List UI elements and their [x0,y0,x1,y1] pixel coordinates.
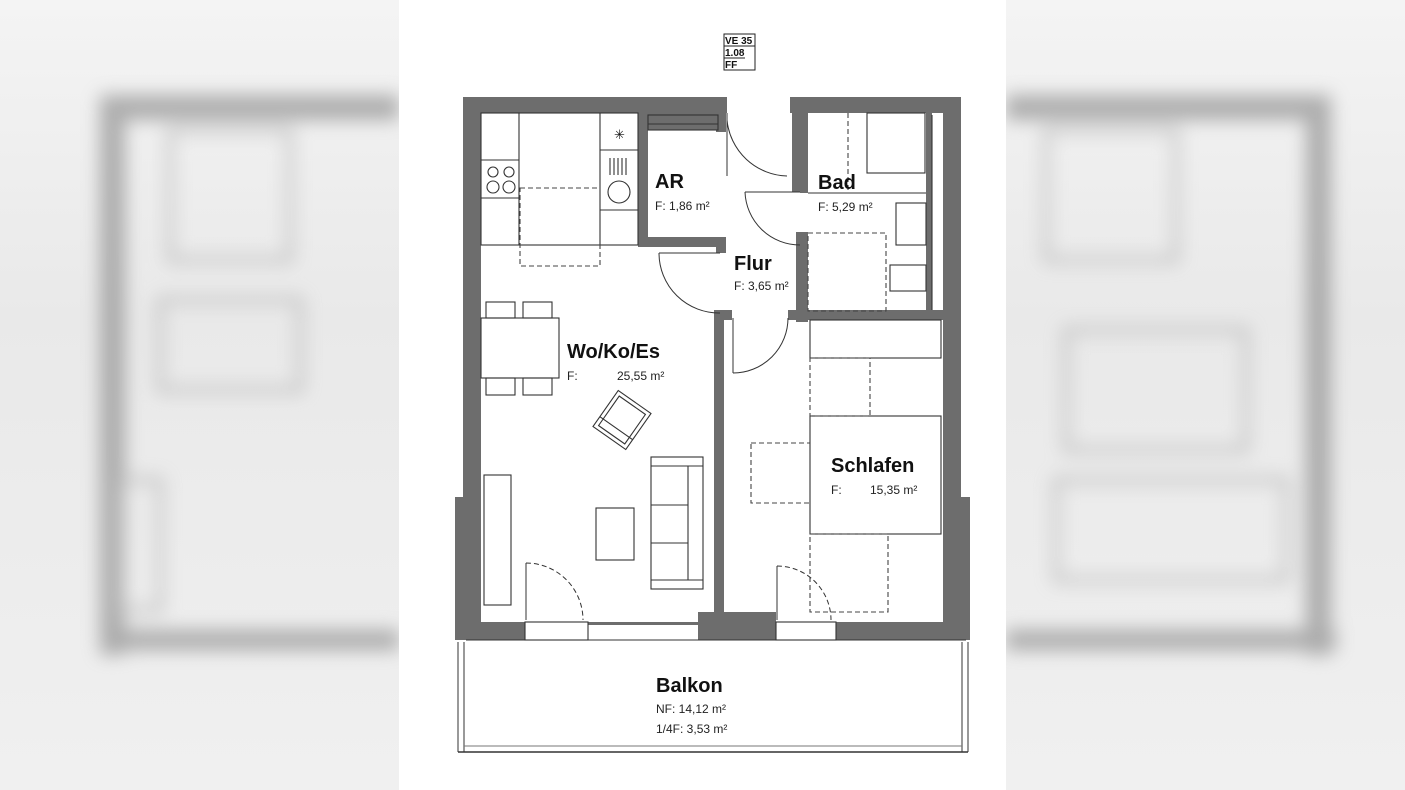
balcony [457,642,969,753]
coffee-table [595,507,635,561]
floor-plan: VE 35 1.08 FF [455,33,970,753]
inner-lines [466,114,966,641]
unit-tag-line1: VE 35 [725,36,753,47]
bedroom-furniture [750,319,942,613]
room-name-balkon: Balkon [656,675,723,697]
kitchen-counter: ✳ [480,112,639,267]
room-area-wohnen: 25,55 m² [617,369,664,383]
room-area-nf-balkon: NF: 14,12 m² [656,702,726,716]
room-area-flur: F: 3,65 m² [734,279,789,293]
floor-plan-sheet: VE 35 1.08 FF [399,0,1006,790]
blurred-background-right [1006,0,1405,790]
dining-table [480,301,560,396]
room-area-prefix-schlafen: F: [831,483,842,497]
room-area-ar: F: 1,86 m² [655,199,710,213]
sideboard [483,474,512,606]
room-label-ar: AR F: 1,86 m² [655,171,710,213]
room-label-bad: Bad F: 5,29 m² [818,172,873,214]
room-label-balkon: Balkon NF: 14,12 m² 1/4F: 3,53 m² [656,675,727,736]
room-area-schlafen: 15,35 m² [870,483,917,497]
armchair [592,389,652,451]
sofa [650,456,704,590]
blurred-background-left [0,0,399,790]
unit-tag-line3: FF [725,60,737,71]
room-name-flur: Flur [734,253,772,275]
svg-text:✳: ✳ [614,127,625,142]
bathroom-fixtures [807,112,927,312]
room-name-bad: Bad [818,172,856,194]
room-label-wohnen: Wo/Ko/Es F: 25,55 m² [567,341,664,383]
walls [455,97,970,640]
room-name-schlafen: Schlafen [831,455,914,477]
room-label-schlafen: Schlafen F: 15,35 m² [831,455,917,497]
doors [525,113,832,621]
room-area-quarter-balkon: 1/4F: 3,53 m² [656,722,727,736]
unit-tag-line2: 1.08 [725,48,745,59]
room-name-ar: AR [655,171,684,193]
unit-tag: VE 35 1.08 FF [723,33,756,71]
room-label-flur: Flur F: 3,65 m² [734,253,789,293]
room-area-bad: F: 5,29 m² [818,200,873,214]
room-area-prefix-wohnen: F: [567,369,578,383]
room-name-wohnen: Wo/Ko/Es [567,341,660,363]
